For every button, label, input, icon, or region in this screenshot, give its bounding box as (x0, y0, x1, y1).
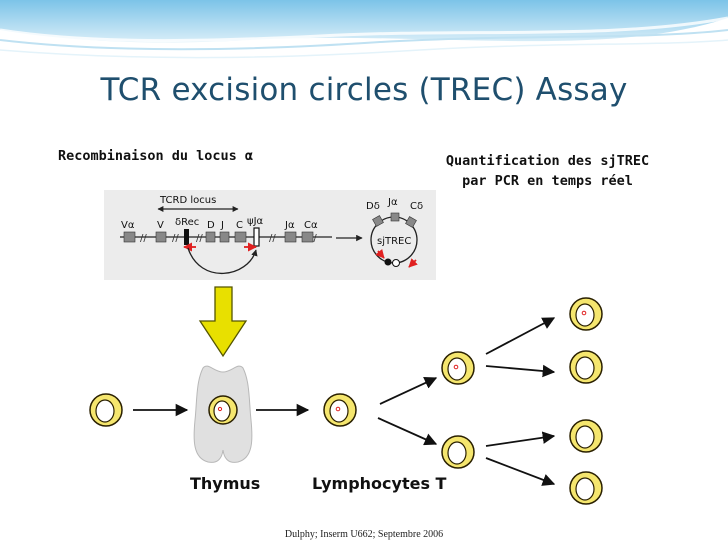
cell-gen2-2 (569, 350, 603, 384)
tcrd-locus-text: TCRD locus (159, 195, 216, 206)
svg-text://: // (269, 233, 276, 244)
delta-rec-text: δRec (175, 217, 199, 228)
v-alpha-text: Vα (121, 220, 135, 231)
j-alpha-circle-text: Jα (387, 197, 398, 208)
psi-j-alpha-text: ψJα (247, 216, 264, 227)
svg-text://: // (196, 233, 203, 244)
svg-text://: // (310, 233, 317, 244)
cell-gen2-3 (569, 419, 603, 453)
sjtrec-text: sjTREC (377, 236, 411, 247)
cell-naive (89, 393, 123, 427)
slide-title: TCR excision circles (TREC) Assay (100, 72, 628, 108)
locus-diagram: TCRD locus Vα V // // // // // δRec D J … (104, 190, 436, 280)
j-alpha-text: Jα (284, 220, 295, 231)
d-text: D (207, 220, 215, 231)
thymus-arrow (198, 286, 248, 358)
quantification-line-1: Quantification des sjTREC (445, 153, 650, 169)
c-delta-text: Cδ (410, 201, 423, 212)
cell-gen2-4 (569, 471, 603, 505)
footer-credit: Dulphy; Inserm U662; Septembre 2006 (284, 529, 444, 540)
svg-text://: // (172, 233, 179, 244)
cell-gen1-upper (441, 351, 475, 385)
c-text: C (236, 220, 243, 231)
c-alpha-text: Cα (304, 220, 318, 231)
d-delta-text: Dδ (366, 201, 380, 212)
svg-text://: // (140, 233, 147, 244)
cell-thymic (208, 395, 238, 425)
j-text: J (220, 220, 224, 231)
quantification-label: Quantification des sjTREC par PCR en tem… (420, 151, 675, 191)
thymus-label: Thymus (190, 474, 261, 493)
lymphocytes-label: Lymphocytes T (312, 474, 447, 493)
recombination-label: Recombinaison du locus α (58, 148, 254, 164)
cell-t-lymphocyte (323, 393, 357, 427)
quantification-line-2: par PCR en temps réel (462, 173, 633, 189)
cell-gen1-lower (441, 435, 475, 469)
cell-gen2-1 (569, 297, 603, 331)
v-text: V (157, 220, 164, 231)
header-wave (0, 0, 728, 59)
cells (89, 297, 603, 505)
